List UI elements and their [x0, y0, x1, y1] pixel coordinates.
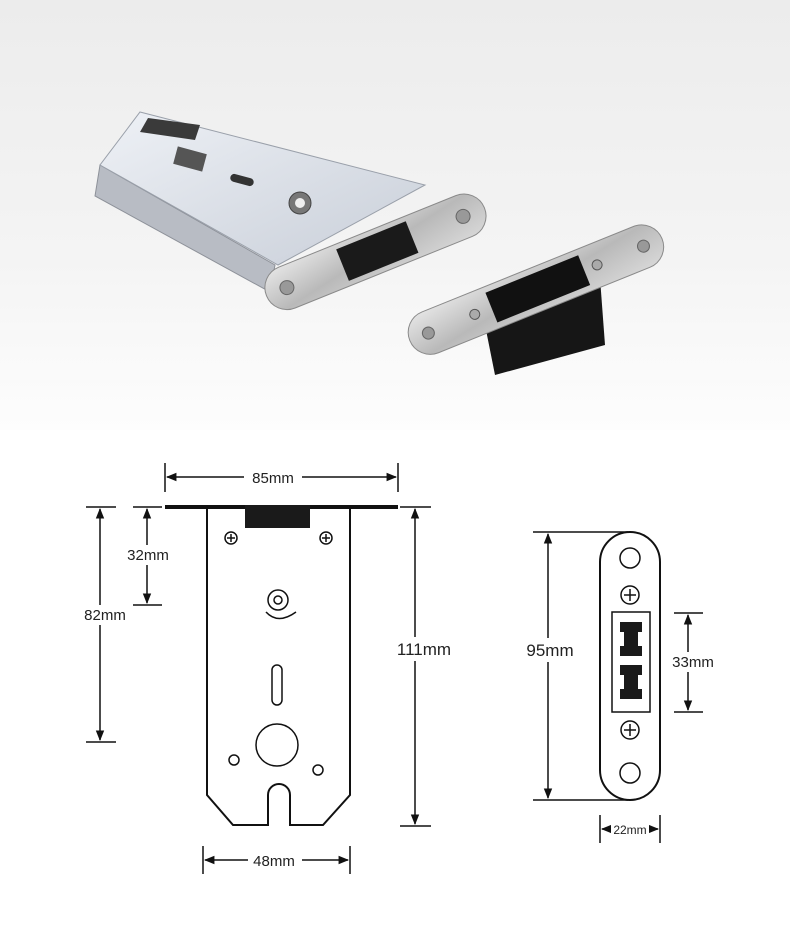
- screw-icon: [224, 531, 238, 545]
- strike-opening: [611, 611, 651, 713]
- screw-icon: [620, 720, 640, 740]
- product-photo: [0, 0, 790, 430]
- lock-faceplate: [264, 193, 487, 311]
- screw-icon: [319, 531, 333, 545]
- keyhole-slot: [271, 664, 283, 706]
- dimension-lines: [86, 463, 703, 874]
- fixing-hole: [228, 754, 240, 766]
- dim-22mm-label: 22mm: [613, 823, 646, 837]
- lock-body: [94, 111, 427, 293]
- lock-body-outline: [165, 505, 398, 826]
- fixing-hole: [619, 547, 641, 569]
- strike-plate-outline: [599, 531, 661, 801]
- magnet-block: [620, 665, 642, 699]
- dim-85mm-label: 85mm: [252, 470, 294, 487]
- dim-32mm-label: 32mm: [127, 547, 169, 564]
- spindle-icon: [265, 589, 297, 620]
- screw-icon: [620, 585, 640, 605]
- dim-48mm-label: 48mm: [253, 853, 295, 870]
- dim-111mm-label: 111mm: [397, 640, 451, 659]
- dim-95mm-label: 95mm: [526, 641, 573, 660]
- cylinder-hole: [255, 723, 299, 767]
- strike-plate-photo: [407, 224, 665, 375]
- fixing-hole: [312, 764, 324, 776]
- dim-33mm-label: 33mm: [672, 654, 714, 671]
- lock-photo-illustration: [94, 111, 665, 375]
- latch-block: [245, 505, 310, 528]
- fixing-hole: [619, 762, 641, 784]
- dim-82mm-label: 82mm: [84, 607, 126, 624]
- magnet-block: [620, 622, 642, 656]
